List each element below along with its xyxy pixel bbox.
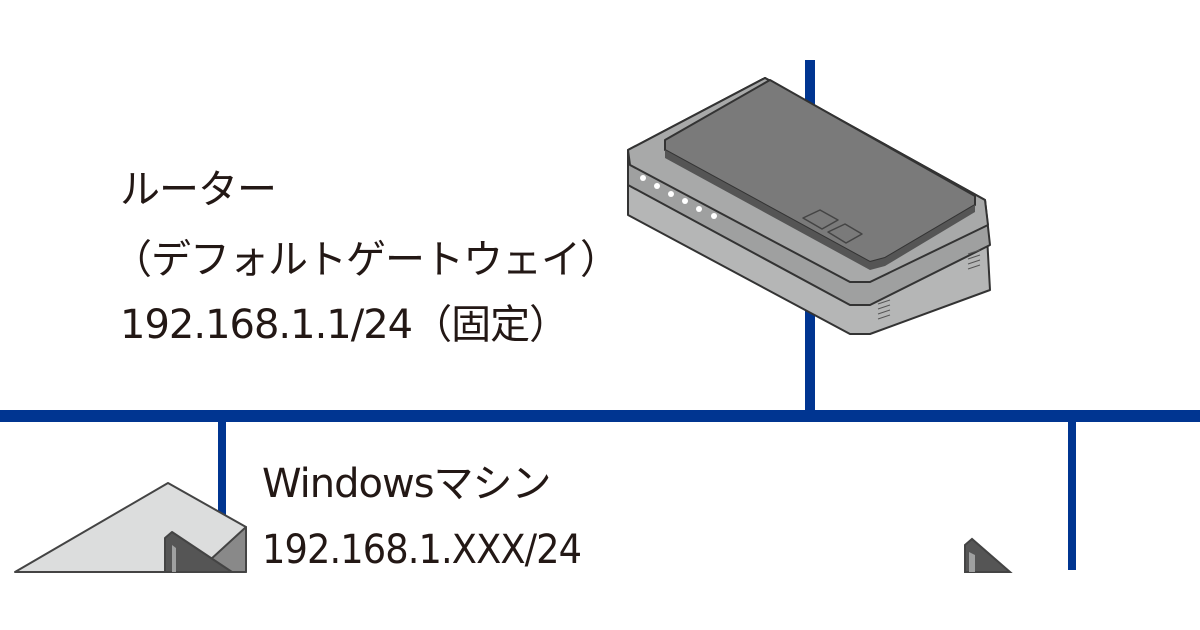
router-role-label: （デフォルトゲートウェイ） — [112, 237, 620, 283]
router-icon — [627, 77, 991, 335]
windows-machine-name-label: Windowsマシン — [262, 461, 552, 507]
windows-drop-line — [218, 422, 226, 570]
router-name-label: ルーター — [120, 167, 277, 213]
windows-machine-address-label: 192.168.1.XXX/24 — [262, 527, 582, 573]
lan-backbone-line — [0, 410, 1200, 422]
led-indicators — [640, 175, 717, 219]
router-address-label: 192.168.1.1/24（固定） — [120, 302, 569, 348]
windows-pc-icon — [14, 482, 247, 573]
right-pc-monitor-icon — [964, 537, 1013, 573]
right-drop-line — [1068, 422, 1076, 570]
vent-icon — [877, 249, 981, 320]
